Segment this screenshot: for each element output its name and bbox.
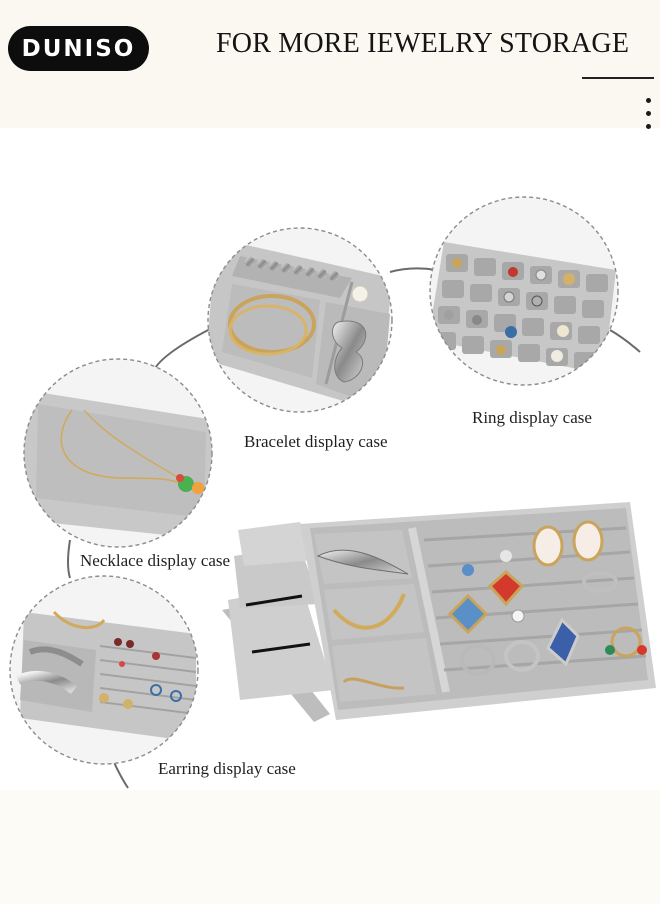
brand-logo[interactable]: DUNISO xyxy=(8,26,149,71)
blue-drop-earring xyxy=(447,593,489,635)
headline-underline xyxy=(582,77,654,79)
caption-ring: Ring display case xyxy=(472,408,592,427)
brand-logo-text: DUNISO xyxy=(21,35,136,62)
necklace-zoom-circle xyxy=(23,358,213,548)
earring-zoom-circle xyxy=(9,575,199,765)
footer-area xyxy=(0,790,660,904)
caption-earring: Earring display case xyxy=(158,759,296,778)
caption-bracelet: Bracelet display case xyxy=(244,432,388,451)
leaf-hair-clip xyxy=(316,549,409,575)
bracelet-chain xyxy=(245,257,339,281)
pearl-earring xyxy=(532,525,564,567)
ring-zoom-circle xyxy=(429,196,619,386)
connector-lines xyxy=(67,267,641,789)
silver-ring xyxy=(460,644,496,676)
page-headline: FOR MORE IEWELRY STORAGE xyxy=(216,28,630,59)
bracelet-zoom-circle xyxy=(207,227,393,413)
necklace-chain xyxy=(60,409,183,485)
stacked-trays xyxy=(222,502,656,722)
caption-necklace: Necklace display case xyxy=(80,551,231,570)
kebab-menu-icon[interactable] xyxy=(644,98,654,132)
leaf-brooch xyxy=(332,320,367,383)
